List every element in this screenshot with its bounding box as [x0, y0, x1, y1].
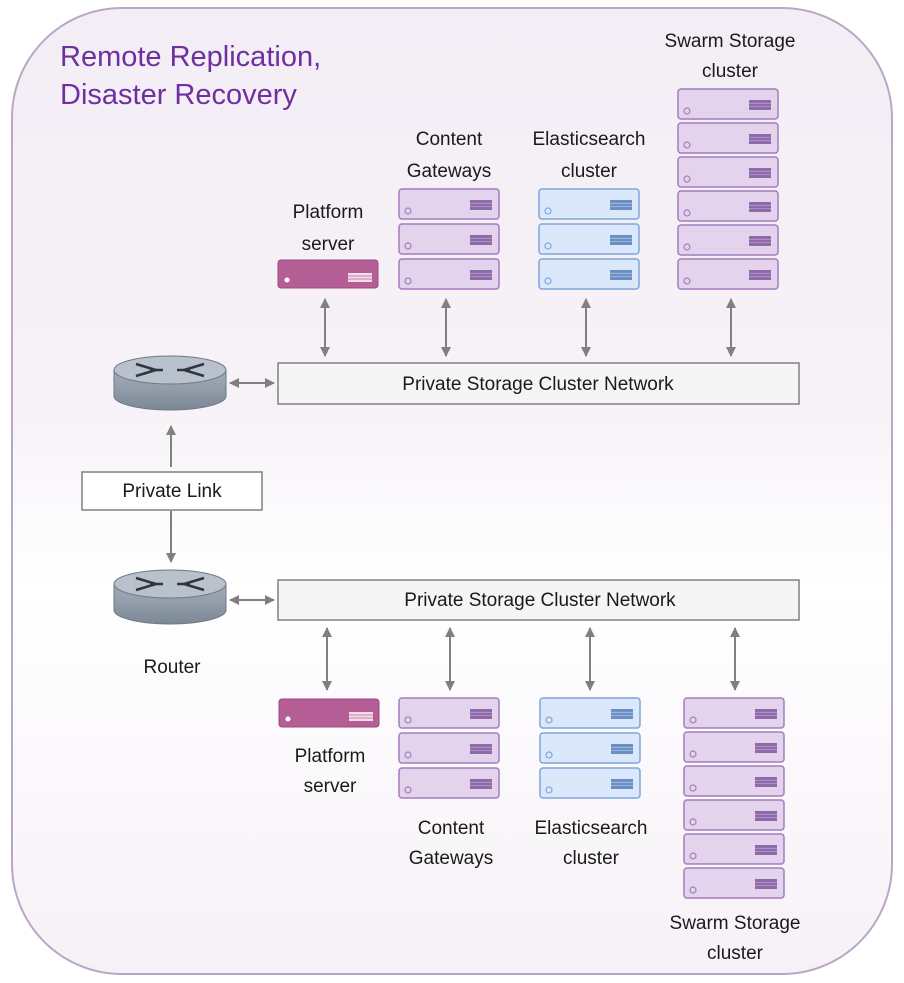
bottom-elastic-label-line1: Elasticsearch	[535, 818, 648, 839]
top-router-icon	[112, 354, 228, 412]
top-network-label: Private Storage Cluster Network	[402, 374, 674, 395]
storage-node-icon	[683, 799, 785, 831]
elastic-node-icon	[539, 732, 641, 764]
elastic-node-icon	[538, 188, 640, 220]
bottom-gateways-label-line1: Content	[418, 818, 485, 839]
private-link-label: Private Link	[122, 481, 222, 502]
storage-node-icon	[677, 258, 779, 290]
bottom-router-icon	[112, 568, 228, 626]
platform-server-icon	[278, 698, 380, 728]
top-elasticsearch-cluster	[538, 188, 640, 290]
bottom-network-label: Private Storage Cluster Network	[404, 590, 676, 611]
top-swarm-label-line1: Swarm Storage	[665, 31, 796, 52]
storage-node-icon	[398, 258, 500, 290]
private-link-box	[81, 471, 263, 511]
diagram-title-line1: Remote Replication,	[60, 41, 321, 73]
elastic-node-icon	[539, 697, 641, 729]
bottom-swarm-label-line2: cluster	[707, 943, 764, 964]
bottom-platform-label-line2: server	[304, 776, 357, 797]
elastic-node-icon	[538, 223, 640, 255]
router-label: Router	[143, 657, 201, 678]
diagram-title-line2: Disaster Recovery	[60, 79, 297, 111]
top-private-storage-network	[277, 362, 800, 405]
top-gateways-label-line1: Content	[416, 129, 483, 150]
bottom-elasticsearch-cluster	[539, 697, 641, 799]
storage-node-icon	[677, 190, 779, 222]
storage-node-icon	[683, 731, 785, 763]
storage-node-icon	[398, 188, 500, 220]
storage-node-icon	[677, 122, 779, 154]
storage-node-icon	[398, 767, 500, 799]
bottom-swarm-label-line1: Swarm Storage	[670, 913, 801, 934]
site-background-panel	[11, 7, 893, 975]
top-elastic-label-line2: cluster	[561, 161, 618, 182]
bottom-private-storage-network	[277, 579, 800, 621]
top-platform-label-line1: Platform	[293, 202, 364, 223]
storage-node-icon	[677, 224, 779, 256]
platform-server-icon	[277, 259, 379, 289]
bottom-platform-label-line1: Platform	[295, 746, 366, 767]
top-gateways-label-line2: Gateways	[407, 161, 491, 182]
bottom-gateways-label-line2: Gateways	[409, 848, 493, 869]
top-swarm-label-line2: cluster	[702, 61, 759, 82]
storage-node-icon	[683, 697, 785, 729]
top-platform-label-line2: server	[302, 234, 355, 255]
elastic-node-icon	[539, 767, 641, 799]
top-elastic-label-line1: Elasticsearch	[533, 129, 646, 150]
elastic-node-icon	[538, 258, 640, 290]
bottom-elastic-label-line2: cluster	[563, 848, 620, 869]
storage-node-icon	[398, 732, 500, 764]
bottom-content-gateways	[398, 697, 500, 799]
storage-node-icon	[683, 833, 785, 865]
storage-node-icon	[683, 765, 785, 797]
storage-node-icon	[398, 697, 500, 729]
storage-node-icon	[398, 223, 500, 255]
storage-node-icon	[683, 867, 785, 899]
storage-node-icon	[677, 88, 779, 120]
storage-node-icon	[677, 156, 779, 188]
top-content-gateways	[398, 188, 500, 290]
